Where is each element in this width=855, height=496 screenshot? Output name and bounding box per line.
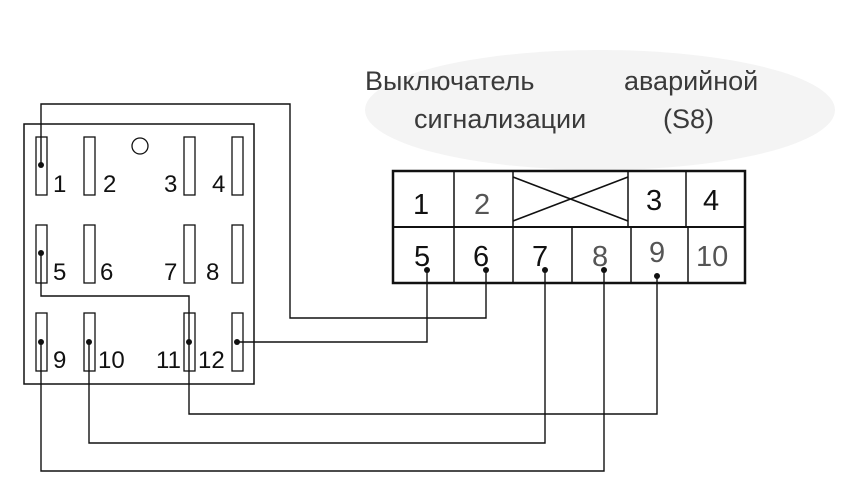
relay-pin-label-6: 6 <box>100 259 113 286</box>
relay-pin-8 <box>231 224 244 284</box>
relay-block-outline <box>23 123 255 385</box>
relay-pin-2 <box>83 136 96 196</box>
junction-dot <box>38 162 44 168</box>
relay-pin-label-4: 4 <box>212 171 225 198</box>
wire-1-to-6 <box>40 103 487 319</box>
connector-label-1: 1 <box>413 189 429 221</box>
connector-label-8: 8 <box>592 241 608 273</box>
title-line2-right: (S8) <box>663 104 714 134</box>
title-line1-right: аварийной <box>624 66 758 96</box>
connector-block <box>391 169 747 285</box>
wire-11-to-9 <box>188 276 658 415</box>
wire-5-to-11 <box>40 253 190 342</box>
connector-labels: 1 2 3 4 5 6 7 8 9 10 <box>413 185 728 273</box>
connector-label-9: 9 <box>649 237 665 269</box>
relay-pin-7 <box>183 224 196 284</box>
relay-block-key-hole <box>131 137 149 155</box>
relay-pin-6 <box>83 224 96 284</box>
connector-label-6: 6 <box>473 241 489 273</box>
junction-dot <box>601 267 607 273</box>
connector-label-10: 10 <box>696 241 728 273</box>
relay-pin-label-1: 1 <box>53 171 66 198</box>
connector-blank-cell-cross <box>512 176 629 222</box>
wire-10-to-7 <box>88 270 546 444</box>
relay-pin-label-12: 12 <box>198 347 225 374</box>
relay-pin-label-7: 7 <box>164 259 177 286</box>
relay-pin-3 <box>183 136 196 196</box>
junction-dot <box>483 267 489 273</box>
connector-label-3: 3 <box>646 185 662 217</box>
junction-dot <box>38 250 44 256</box>
relay-pin-label-9: 9 <box>53 347 66 374</box>
relay-pin-label-5: 5 <box>53 259 66 286</box>
relay-pin-label-10: 10 <box>98 347 125 374</box>
wire-9-to-8 <box>40 270 605 472</box>
junction-dot <box>86 339 92 345</box>
title-line2-left: сигнализации <box>414 104 586 134</box>
title-background <box>365 50 835 170</box>
relay-pin-label-2: 2 <box>103 171 116 198</box>
junction-dot <box>542 267 548 273</box>
connector-label-2: 2 <box>474 189 490 221</box>
junction-dot <box>424 267 430 273</box>
relay-pin-label-11: 11 <box>156 347 181 374</box>
connector-label-7: 7 <box>532 241 548 273</box>
connector-label-4: 4 <box>703 185 719 217</box>
title-line1-left: Выключатель <box>365 66 534 96</box>
relay-pin-label-8: 8 <box>206 259 219 286</box>
relay-pin-4 <box>231 136 244 196</box>
junction-dots <box>38 162 660 345</box>
connector-label-5: 5 <box>414 241 430 273</box>
junction-dot <box>654 273 660 279</box>
relay-pin-labels: 1 2 3 4 5 6 7 8 9 10 11 12 <box>53 171 225 374</box>
junction-dot <box>38 339 44 345</box>
wire-12-to-5 <box>237 270 428 343</box>
relay-pin-label-3: 3 <box>164 171 177 198</box>
title: Выключатель аварийной сигнализации (S8) <box>365 66 758 134</box>
wires <box>40 103 658 472</box>
junction-dot <box>234 339 240 345</box>
junction-dot <box>186 339 192 345</box>
